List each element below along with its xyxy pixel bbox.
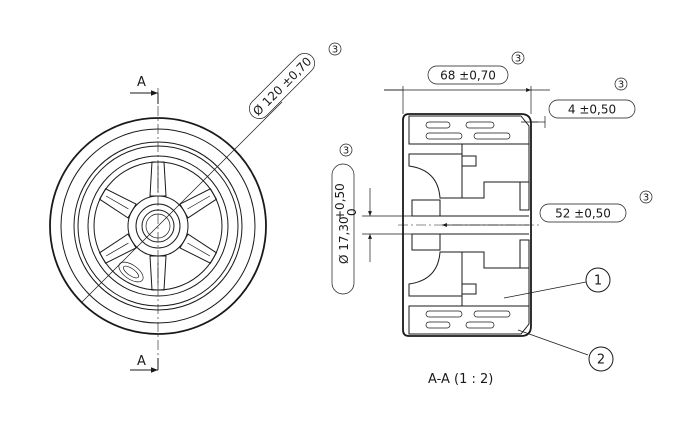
spoke xyxy=(179,188,218,219)
rim-lower-web xyxy=(461,239,530,307)
tolerance-flag-width: 3 xyxy=(511,51,525,65)
spoke-groove xyxy=(105,242,129,257)
spokes xyxy=(98,161,218,291)
bore-diameter-dimension: Ø 17,30 +0,50 0 xyxy=(331,163,359,295)
section-marker-top: A xyxy=(137,75,146,90)
rim-offset-label: 4 ±0,50 xyxy=(568,103,616,117)
section-view: 68 ±0,70 3 4 ±0,50 3 52 ±0,50 3 xyxy=(331,51,653,387)
bore-diameter-label: Ø 17,30 xyxy=(337,216,351,264)
svg-text:1: 1 xyxy=(594,274,602,289)
spoke xyxy=(149,255,167,291)
front-view: A A Ø 120 ±0,70 3 xyxy=(49,42,342,373)
top-tyre-band xyxy=(408,115,530,145)
balloon-2: 2 xyxy=(588,346,614,372)
bore-tol-lower: 0 xyxy=(345,208,359,216)
rim-offset-dimension: 4 ±0,50 xyxy=(548,99,636,119)
brand-logo xyxy=(118,261,144,283)
spoke xyxy=(149,161,167,197)
outer-diameter-label: Ø 120 ±0,70 xyxy=(250,54,314,118)
spoke xyxy=(98,233,137,264)
svg-text:3: 3 xyxy=(618,80,624,91)
bore-tol-upper: +0,50 xyxy=(333,183,347,220)
section-title: A-A (1 : 2) xyxy=(428,372,493,387)
spoke xyxy=(179,233,218,264)
tolerance-flag-od: 3 xyxy=(328,42,342,56)
spoke-groove xyxy=(105,195,129,210)
outer-diameter-dimension: Ø 120 ±0,70 xyxy=(249,53,315,119)
tolerance-flag-rim: 3 xyxy=(614,77,628,91)
hub-boss-lower xyxy=(411,233,441,251)
spoke-groove xyxy=(187,242,211,257)
tolerance-flag-bore: 3 xyxy=(339,143,353,157)
hub-length-label: 52 ±0,50 xyxy=(555,207,611,221)
bottom-tyre-band xyxy=(408,305,530,335)
tolerance-flag-hub: 3 xyxy=(639,190,653,204)
section-marker-bottom: A xyxy=(137,354,146,369)
hub-length-dimension: 52 ±0,50 xyxy=(539,203,627,223)
spoke-groove xyxy=(187,195,211,210)
svg-text:2: 2 xyxy=(597,353,605,368)
svg-text:3: 3 xyxy=(515,54,521,65)
hub-flange-lower xyxy=(408,251,463,297)
balloon-1: 1 xyxy=(585,267,611,293)
tyre-slots xyxy=(425,121,511,329)
width-dimension: 68 ±0,70 xyxy=(427,65,509,85)
width-label: 68 ±0,70 xyxy=(440,69,496,83)
svg-text:3: 3 xyxy=(643,193,649,204)
svg-text:3: 3 xyxy=(343,146,349,157)
hub-boss-upper xyxy=(411,199,441,217)
tyre-outer-circle xyxy=(49,117,267,335)
svg-text:3: 3 xyxy=(332,45,338,56)
hub-flange-upper xyxy=(408,153,463,199)
tyre-section-outline xyxy=(402,113,532,337)
rim-upper-web xyxy=(461,143,530,211)
diameter-leader xyxy=(81,113,271,303)
spoke xyxy=(98,188,137,219)
